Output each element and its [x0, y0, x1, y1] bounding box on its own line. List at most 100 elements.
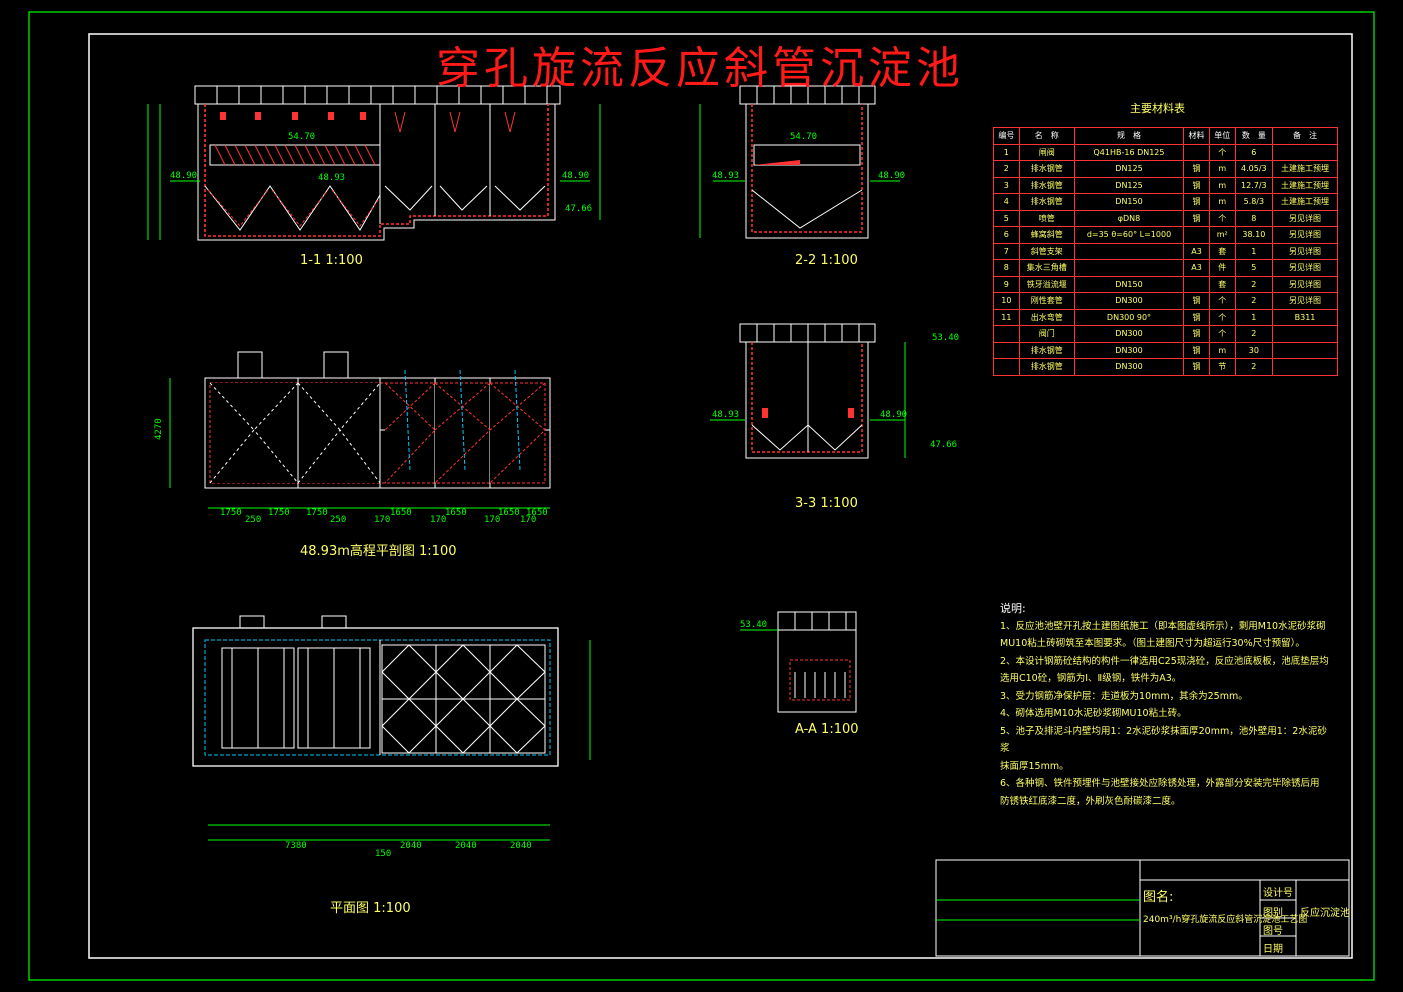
tb-drawing-name: 240m³/h穿孔旋流反应斜管沉淀池工艺图	[1143, 915, 1308, 925]
dim-48-4: 250	[330, 515, 346, 525]
dim-plan-2040a: 2040	[400, 841, 422, 851]
elev-1-1-top: 54.70	[288, 132, 315, 142]
dim-48-6: 170	[374, 515, 390, 525]
materials-cell: 铁牙溢流堰	[1018, 275, 1075, 293]
materials-cell: 2	[993, 160, 1020, 178]
materials-cell: 套	[1208, 275, 1236, 293]
materials-cell: 10	[993, 292, 1020, 310]
materials-cell: B311	[1272, 308, 1338, 326]
materials-cell	[1272, 341, 1338, 359]
materials-cell: DN300	[1073, 292, 1185, 310]
tb-sheet-value: 反应沉淀池	[1300, 908, 1350, 919]
dim-48-11: 1650	[498, 508, 520, 518]
dim-plan-150: 150	[375, 849, 391, 859]
materials-cell: 钢	[1183, 160, 1210, 178]
materials-cell: DN150	[1073, 275, 1185, 293]
materials-cell: 钢	[1183, 176, 1210, 194]
view-label-48-93: 48.93m高程平剖图 1:100	[300, 544, 457, 559]
materials-cell: DN300 90°	[1073, 308, 1185, 326]
materials-cell: 6	[993, 226, 1020, 244]
dim-48-8: 170	[430, 515, 446, 525]
materials-cell	[993, 325, 1020, 343]
dim-48-5: 1750	[306, 508, 328, 518]
materials-cell: 38.10	[1234, 226, 1274, 244]
materials-cell: 1	[1234, 308, 1274, 326]
materials-cell: A3	[1183, 242, 1210, 260]
outer-frame	[28, 11, 1375, 981]
dim-plan-2040b: 2040	[455, 841, 477, 851]
materials-cell: 另见详图	[1272, 242, 1338, 260]
materials-cell: 另见详图	[1272, 226, 1338, 244]
materials-cell: 7	[993, 242, 1020, 260]
materials-cell: 2	[1234, 358, 1274, 376]
elev-3-3-right: 48.90	[880, 410, 907, 420]
materials-cell: 2	[1234, 292, 1274, 310]
materials-cell: A3	[1183, 259, 1210, 277]
dim-48-13: 1650	[526, 508, 548, 518]
section-3-3-drawing: 48.93 48.90 47.66 53.40	[710, 323, 959, 459]
materials-cell	[1073, 259, 1185, 277]
materials-cell: 件	[1208, 259, 1236, 277]
materials-cell: 1	[993, 143, 1020, 161]
materials-cell: 排水钢管	[1018, 160, 1075, 178]
design-notes: 说明: 1、反应池池壁开孔按土建图纸施工（即本图虚线所示），剩用M10水泥砂浆砌…	[1000, 600, 1335, 810]
materials-cell: 2	[1234, 275, 1274, 293]
materials-header-cell: 材料	[1183, 127, 1210, 145]
tb-sheet-label: 图别	[1263, 908, 1283, 919]
materials-cell	[1073, 242, 1185, 260]
elev-3-3-bottom: 47.66	[930, 440, 957, 450]
materials-cell: 1	[1234, 242, 1274, 260]
materials-cell: DN125	[1073, 176, 1185, 194]
plan-48-93-drawing: 4270 1750 250 1750 250 1750 170 1650 170…	[154, 351, 551, 525]
materials-header-cell: 备 注	[1272, 127, 1338, 145]
materials-cell: 5	[993, 209, 1020, 227]
dim-48-9: 1650	[445, 508, 467, 518]
materials-cell: m	[1208, 341, 1236, 359]
materials-cell: 斜管支架	[1018, 242, 1075, 260]
elev-2-2-left: 48.93	[712, 171, 739, 181]
materials-cell	[1272, 325, 1338, 343]
notes-title: 说明:	[1000, 602, 1026, 615]
materials-cell: 9	[993, 275, 1020, 293]
materials-cell: 排水钢管	[1018, 358, 1075, 376]
materials-cell: 3	[993, 176, 1020, 194]
materials-cell	[993, 358, 1020, 376]
materials-cell: 土建施工预埋	[1272, 176, 1338, 194]
materials-cell: 集水三角槽	[1018, 259, 1075, 277]
dim-48-total: 4270	[154, 418, 164, 440]
materials-cell: 阀门	[1018, 325, 1075, 343]
materials-cell: 4.05/3	[1234, 160, 1274, 178]
materials-cell: 刚性套管	[1018, 292, 1075, 310]
dim-48-10: 170	[484, 515, 500, 525]
materials-cell: 2	[1234, 325, 1274, 343]
materials-cell	[1272, 143, 1338, 161]
materials-cell: DN300	[1073, 325, 1185, 343]
materials-cell: DN150	[1073, 193, 1185, 211]
note-line: 1、反应池池壁开孔按土建图纸施工（即本图虚线所示），剩用M10水泥砂浆砌	[1000, 620, 1326, 632]
dim-48-3: 1750	[268, 508, 290, 518]
note-line: 3、受力钢筋净保护层：走道板为10mm，其余为25mm。	[1000, 690, 1248, 702]
materials-cell: 排水钢管	[1018, 193, 1075, 211]
materials-cell	[1272, 358, 1338, 376]
title-block-frame	[935, 859, 1350, 957]
materials-cell: DN125	[1073, 160, 1185, 178]
materials-cell: 5.8/3	[1234, 193, 1274, 211]
elev-3-3-left: 48.93	[712, 410, 739, 420]
elev-3-3-top: 53.40	[932, 333, 959, 343]
materials-cell: 钢	[1183, 308, 1210, 326]
section-2-2-drawing: 48.93 48.90 54.70	[699, 85, 905, 239]
materials-cell: 30	[1234, 341, 1274, 359]
elev-1-1-bottom: 47.66	[565, 204, 592, 214]
materials-cell: 8	[993, 259, 1020, 277]
materials-cell: 喷管	[1018, 209, 1075, 227]
